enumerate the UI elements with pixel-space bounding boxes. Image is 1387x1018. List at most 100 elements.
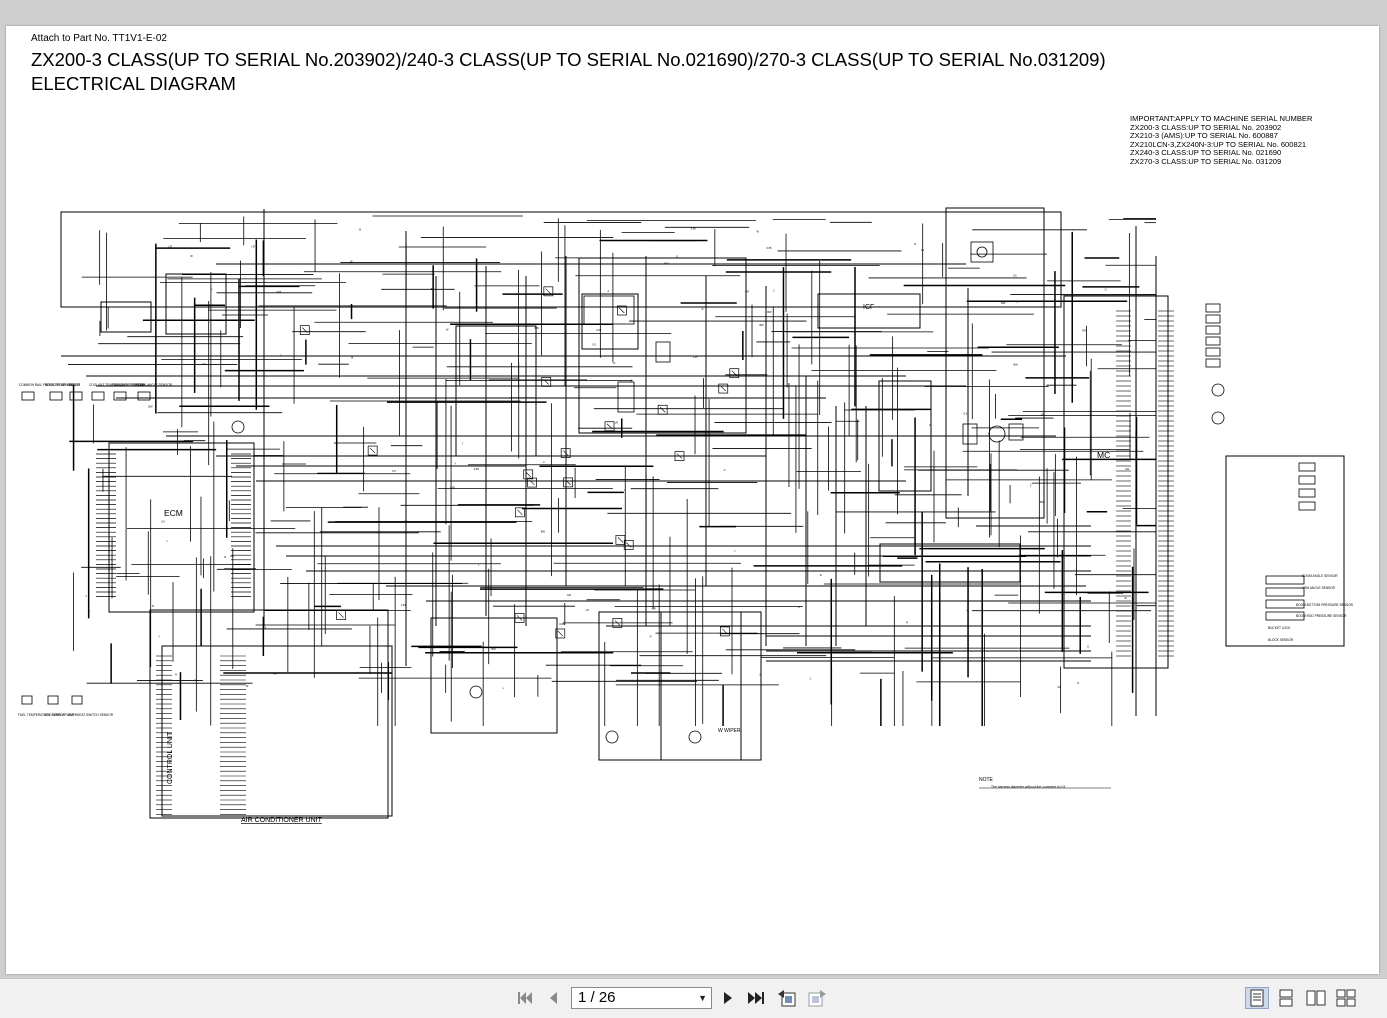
component-box bbox=[108, 442, 255, 613]
wire-label: 0.5 bbox=[592, 342, 596, 346]
single-page-view-icon[interactable] bbox=[1245, 987, 1269, 1009]
component-box bbox=[1205, 314, 1221, 324]
wire-label: Y bbox=[88, 609, 90, 613]
component-box bbox=[555, 628, 566, 639]
component-box bbox=[817, 293, 921, 329]
component-box bbox=[1205, 358, 1221, 368]
previous-page-icon[interactable] bbox=[541, 986, 565, 1010]
component-box bbox=[165, 273, 227, 335]
wire-label: Y bbox=[158, 635, 160, 639]
wire-label: R bbox=[820, 573, 822, 577]
wire-label: 0.5 bbox=[1013, 273, 1017, 277]
wire bbox=[722, 628, 728, 635]
component-box bbox=[655, 341, 671, 363]
component-box bbox=[1298, 488, 1316, 498]
wire-label: R bbox=[1077, 681, 1079, 685]
wire-label: GR bbox=[652, 606, 656, 610]
wire-label: G bbox=[676, 255, 678, 259]
first-page-icon[interactable] bbox=[513, 986, 537, 1010]
wire-label: W bbox=[190, 254, 193, 258]
next-view-icon[interactable] bbox=[805, 986, 829, 1010]
wire-label: BW bbox=[1001, 301, 1006, 305]
component-box bbox=[660, 611, 762, 761]
sensor-label: BOOST bbox=[69, 383, 80, 387]
continuous-view-icon[interactable] bbox=[1274, 987, 1298, 1009]
chevron-down-icon[interactable]: ▼ bbox=[698, 993, 707, 1003]
wire bbox=[525, 471, 531, 478]
page-number-field[interactable]: 1 / 26 ▼ bbox=[571, 987, 712, 1009]
wire-label: R bbox=[305, 358, 307, 362]
wire bbox=[543, 379, 549, 385]
title-line-1: ZX200-3 CLASS(UP TO SERIAL No.203902)/24… bbox=[31, 49, 1106, 70]
wire-label: LR bbox=[404, 520, 407, 524]
sensor-label: OVERHEAT SWITCH SENSOR bbox=[68, 713, 114, 717]
page-title: ZX200-3 CLASS(UP TO SERIAL No.203902)/24… bbox=[31, 48, 1106, 96]
wire-label: LR bbox=[615, 421, 618, 425]
component-box bbox=[21, 695, 33, 705]
wire bbox=[562, 450, 569, 456]
last-page-icon[interactable] bbox=[744, 986, 768, 1010]
serial-note-line: ZX210-3 (AMS):UP TO SERIAL No. 600887 bbox=[1130, 131, 1278, 141]
component-box bbox=[367, 445, 378, 456]
wire bbox=[676, 453, 683, 459]
serial-note-line: ZX240-3 CLASS:UP TO SERIAL No. 021690 bbox=[1130, 148, 1282, 158]
continuous-facing-view-icon[interactable] bbox=[1334, 987, 1358, 1009]
wire-label: 0.85 bbox=[276, 290, 282, 294]
sensor-label: BOOM ANGLE SENSOR bbox=[1302, 574, 1338, 578]
component-box bbox=[581, 293, 639, 350]
component-box bbox=[336, 610, 346, 620]
wire-label: LR bbox=[169, 245, 172, 249]
sensor-label: FUEL TEMPERATURE SENSOR bbox=[18, 713, 66, 717]
wire bbox=[614, 620, 621, 626]
component-box bbox=[1008, 423, 1024, 441]
component-box bbox=[455, 325, 537, 457]
component-box bbox=[1265, 575, 1305, 585]
wire-label: 0.5 bbox=[392, 469, 396, 473]
component-box bbox=[1265, 599, 1305, 609]
note-text: The harness diameter without the comment… bbox=[991, 785, 1065, 789]
wire-label: G bbox=[929, 423, 931, 427]
serial-note-line: ZX270-3 CLASS:UP TO SERIAL No. 031209 bbox=[1130, 156, 1282, 166]
wire-label: 2 bbox=[608, 289, 610, 293]
wire-label: G bbox=[1105, 287, 1107, 291]
wire-label: B bbox=[152, 604, 154, 608]
component-box bbox=[674, 451, 685, 461]
wire-label: Y bbox=[624, 488, 626, 492]
component-box bbox=[720, 626, 730, 637]
component-box bbox=[578, 257, 747, 434]
wire bbox=[565, 479, 571, 486]
wire-label: BW bbox=[759, 323, 764, 327]
wire-label: B bbox=[224, 555, 226, 559]
wire-label: L bbox=[209, 305, 211, 309]
wire-label: LR bbox=[251, 244, 254, 248]
wire-label: L bbox=[503, 686, 505, 690]
component-box bbox=[21, 391, 35, 401]
facing-view-icon[interactable] bbox=[1304, 987, 1328, 1009]
wire bbox=[545, 288, 552, 295]
wire-label: BW bbox=[535, 326, 540, 330]
horn-symbol bbox=[231, 420, 245, 434]
wire bbox=[626, 542, 632, 548]
wire bbox=[659, 407, 666, 413]
wire-label: 0.85 bbox=[596, 328, 602, 332]
sensor-label: BLOCK SENSOR bbox=[1268, 638, 1294, 642]
sensor-label: CAM ANGLE SENSOR bbox=[112, 383, 146, 387]
title-line-2: ELECTRICAL DIAGRAM bbox=[31, 73, 236, 94]
wire-label: R bbox=[914, 242, 916, 246]
switch-symbol bbox=[976, 246, 988, 258]
component-box bbox=[617, 305, 627, 316]
component-box bbox=[1205, 347, 1221, 357]
gauge-symbol bbox=[988, 425, 1006, 443]
wire-label: R bbox=[650, 634, 652, 638]
previous-view-icon[interactable] bbox=[775, 986, 799, 1010]
component-box bbox=[657, 404, 668, 415]
wire-label: R bbox=[175, 673, 177, 677]
next-page-icon[interactable] bbox=[716, 986, 740, 1010]
wire-label: 0.85 bbox=[474, 467, 480, 471]
component-box bbox=[100, 301, 152, 333]
wire-label: LR bbox=[202, 362, 205, 366]
serial-note-line: ZX210LCN-3,ZX240N-3:UP TO SERIAL No. 600… bbox=[1130, 139, 1307, 149]
component-box bbox=[49, 391, 63, 401]
